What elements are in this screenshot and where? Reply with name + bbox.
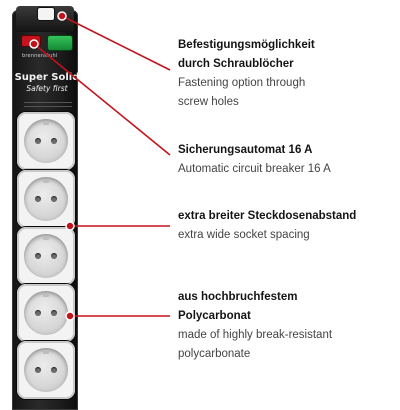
pin-hole-icon bbox=[35, 367, 41, 373]
brand-logo-text: brennenstuhl bbox=[22, 53, 58, 59]
callout-socket-spacing: extra breiter Steckdosenabstand extra wi… bbox=[178, 207, 393, 245]
red-switch-icon bbox=[22, 36, 40, 46]
pin-hole-icon bbox=[51, 367, 57, 373]
pin-hole-icon bbox=[51, 196, 57, 202]
socket-recess bbox=[24, 177, 68, 221]
ground-contact-icon bbox=[43, 179, 49, 183]
callout-de-line: extra breiter Steckdosenabstand bbox=[178, 210, 357, 222]
product-slogan: Safety first bbox=[26, 84, 68, 93]
callout-polycarbonate: aus hochbruchfestem Polycarbonat made of… bbox=[178, 288, 393, 364]
ground-contact-icon bbox=[43, 350, 49, 354]
callout-de-line: durch Schraublöcher bbox=[178, 58, 294, 70]
ground-contact-icon bbox=[43, 121, 49, 125]
callout-en-line: Fastening option through bbox=[178, 77, 306, 89]
pin-hole-icon bbox=[35, 253, 41, 259]
ground-contact-icon bbox=[43, 293, 49, 297]
pin-hole-icon bbox=[51, 253, 57, 259]
callout-en-line: Automatic circuit breaker 16 A bbox=[178, 163, 331, 175]
pin-hole-icon bbox=[35, 196, 41, 202]
callout-fastening: Befestigungsmöglichkeit durch Schraublöc… bbox=[178, 36, 393, 112]
pin-hole-icon bbox=[35, 310, 41, 316]
callout-de-line: Polycarbonat bbox=[178, 310, 251, 322]
pin-hole-icon bbox=[51, 138, 57, 144]
socket-recess bbox=[24, 348, 68, 392]
socket-recess bbox=[24, 119, 68, 163]
callout-de-line: Sicherungsautomat 16 A bbox=[178, 144, 313, 156]
callout-en-line: made of highly break-resistant bbox=[178, 329, 333, 341]
callout-en-line: extra wide socket spacing bbox=[178, 229, 310, 241]
socket-4 bbox=[17, 284, 75, 342]
callout-en-line: polycarbonate bbox=[178, 348, 251, 360]
screw-hole-icon bbox=[37, 7, 55, 21]
product-name: Super Solid bbox=[14, 72, 80, 83]
pin-hole-icon bbox=[35, 138, 41, 144]
socket-recess bbox=[24, 291, 68, 335]
connector-line-1 bbox=[61, 15, 171, 71]
callout-circuit-breaker: Sicherungsautomat 16 A Automatic circuit… bbox=[178, 141, 393, 179]
socket-1 bbox=[17, 112, 75, 170]
socket-recess bbox=[24, 234, 68, 278]
callout-de-line: aus hochbruchfestem bbox=[178, 291, 298, 303]
product-infographic: brennenstuhl Super Solid Safety first bbox=[12, 6, 393, 410]
socket-2 bbox=[17, 170, 75, 228]
decorative-stripes bbox=[24, 102, 72, 107]
ground-contact-icon bbox=[43, 236, 49, 240]
green-switch-icon bbox=[48, 36, 72, 50]
socket-5 bbox=[17, 341, 75, 399]
callout-de-line: Befestigungsmöglichkeit bbox=[178, 39, 315, 51]
callout-en-line: screw holes bbox=[178, 96, 239, 108]
socket-3 bbox=[17, 227, 75, 285]
pin-hole-icon bbox=[51, 310, 57, 316]
